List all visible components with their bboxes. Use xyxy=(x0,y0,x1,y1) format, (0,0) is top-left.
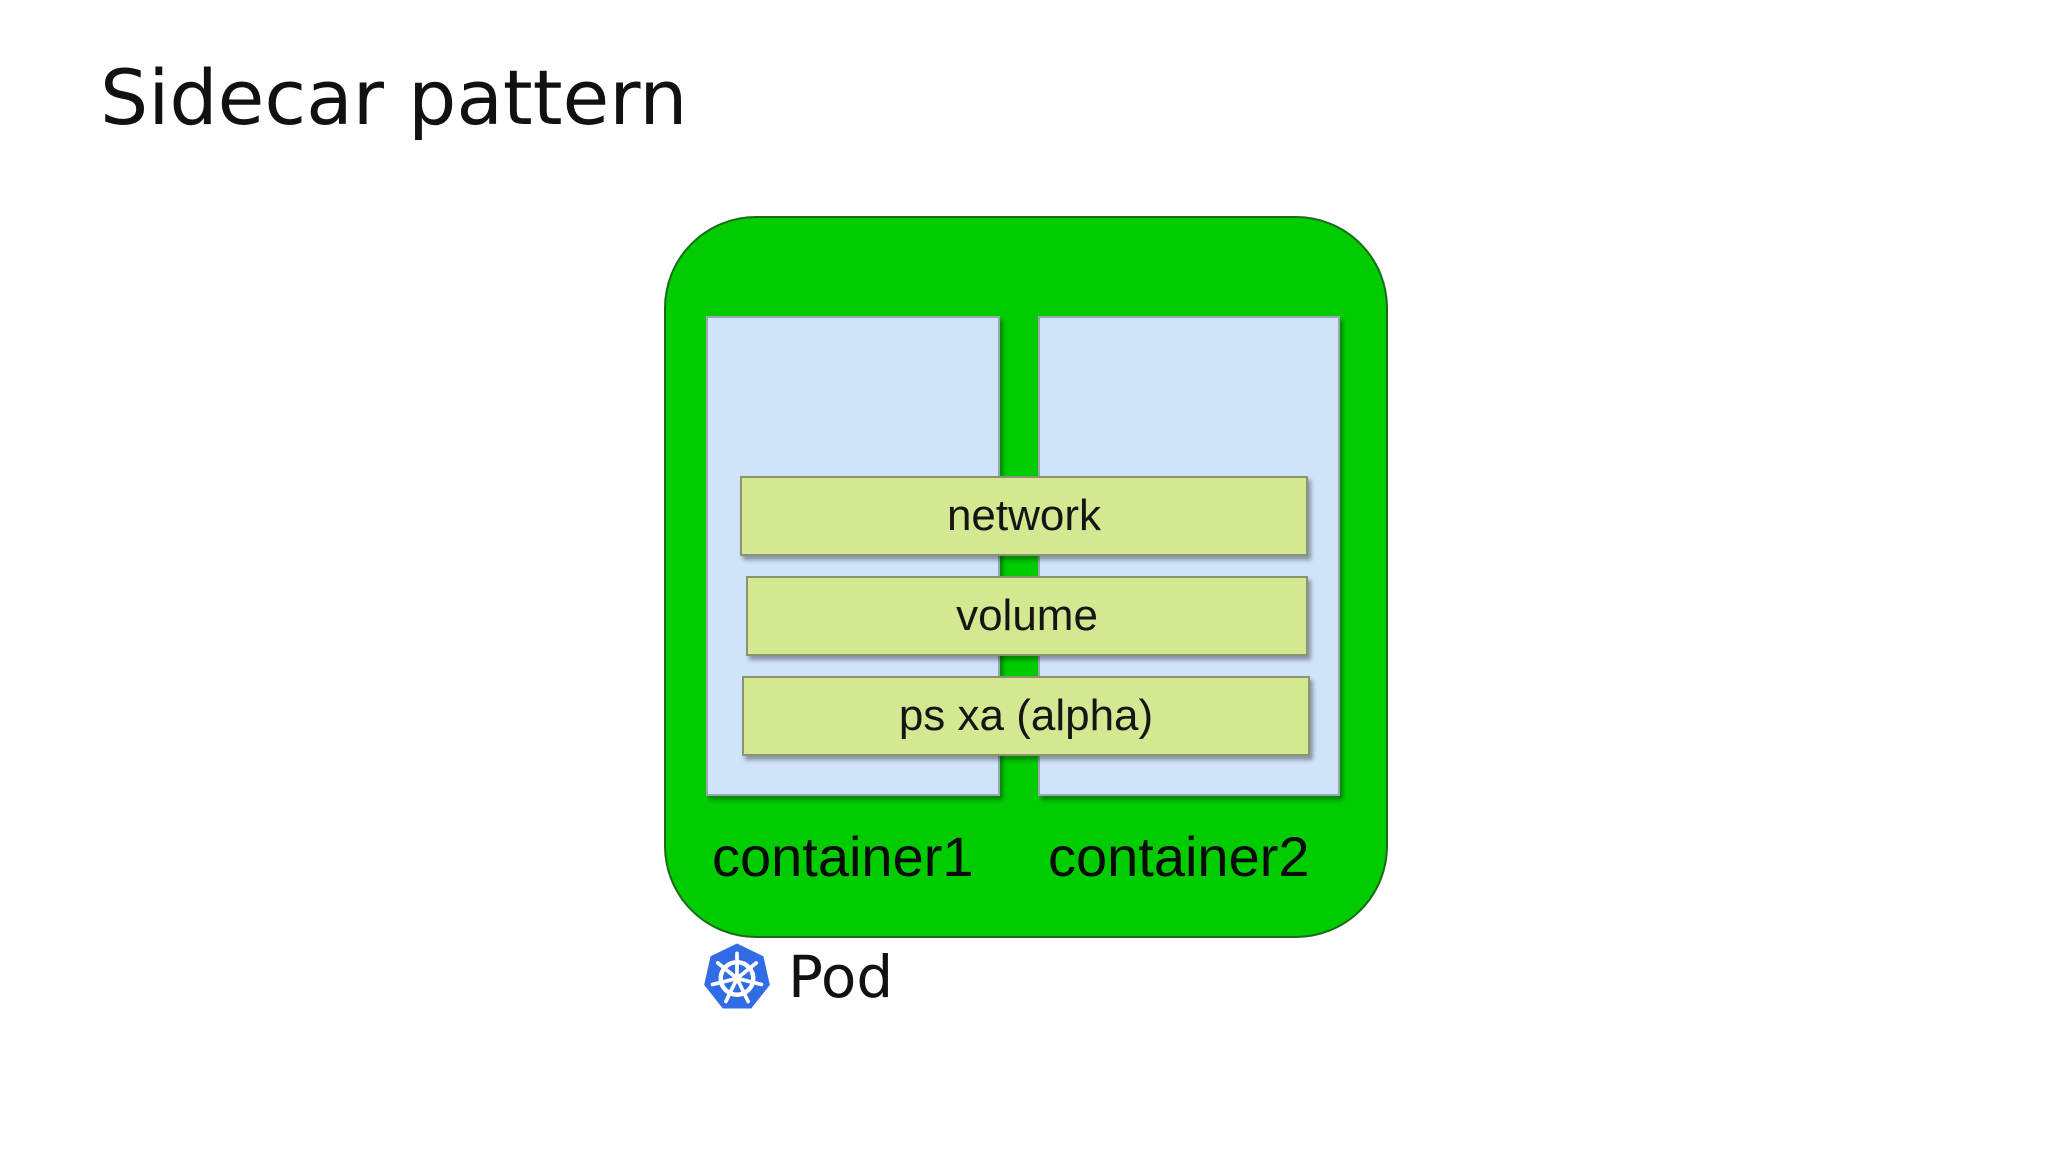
pod-legend: Pod xyxy=(700,940,893,1014)
shared-network-label: network xyxy=(946,491,1102,540)
pod-label: Pod xyxy=(788,943,894,1011)
shared-volume-label: volume xyxy=(956,591,1098,640)
shared-process-namespace-bar: ps xa (alpha) xyxy=(742,676,1310,756)
container1-label: container1 xyxy=(712,825,974,888)
slide-title: Sidecar pattern xyxy=(100,53,688,142)
shared-network-bar: network xyxy=(740,476,1308,556)
kubernetes-wheel-icon xyxy=(701,940,773,1011)
container2-label: container2 xyxy=(1048,825,1310,888)
shared-volume-bar: volume xyxy=(746,576,1308,656)
shared-process-namespace-label: ps xa (alpha) xyxy=(898,691,1154,740)
